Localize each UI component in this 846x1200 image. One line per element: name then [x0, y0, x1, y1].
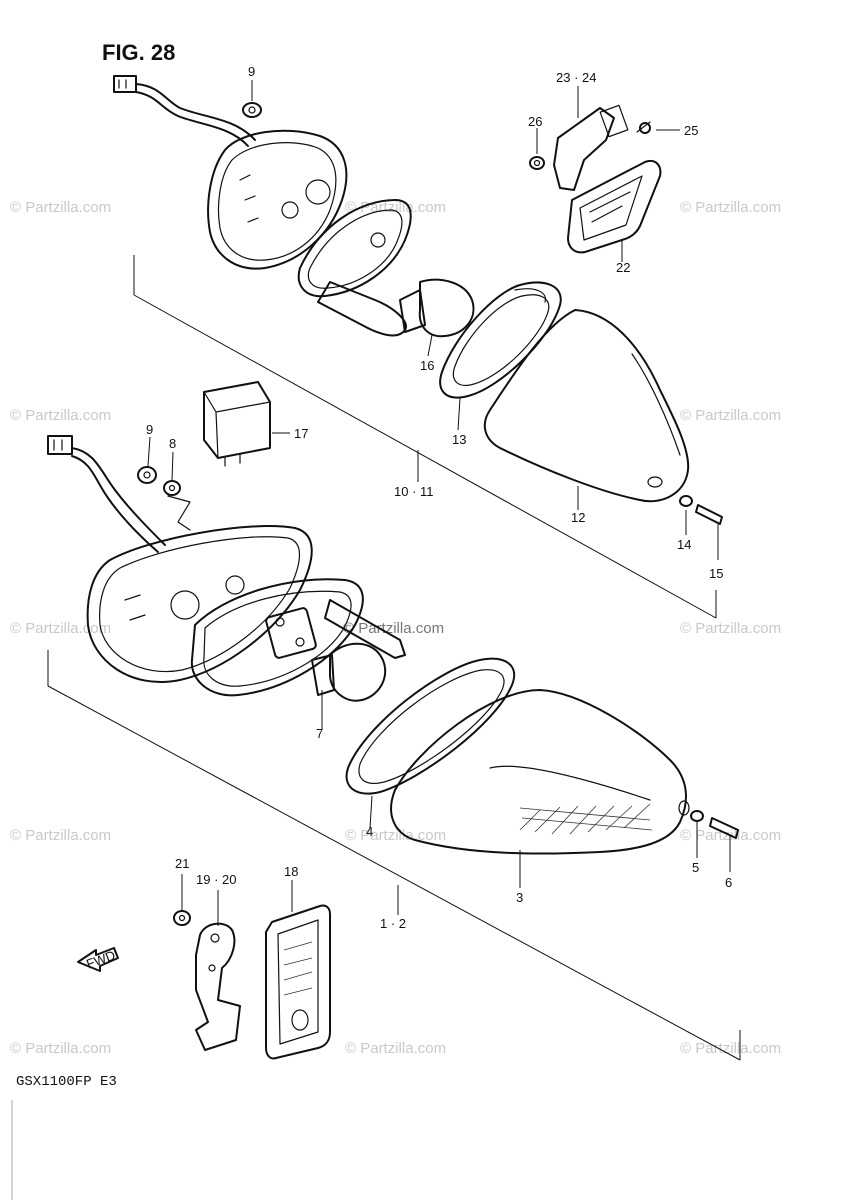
mid-lamp-housing [86, 525, 313, 683]
mid-wire-connector [47, 435, 191, 553]
callout-3: 3 [516, 890, 523, 905]
mid-bulb-socket [190, 578, 406, 697]
callout-19-20: 19 · 20 [196, 872, 236, 887]
screw-6 [709, 817, 739, 872]
callout-15: 15 [709, 566, 723, 581]
top-lamp-housing [207, 129, 348, 270]
gasket-13 [439, 281, 562, 399]
washer-14 [679, 495, 693, 507]
watermark-layer: © Partzilla.com © Partzilla.com © Partzi… [10, 199, 781, 1057]
callout-13: 13 [452, 432, 466, 447]
callout-26: 26 [528, 114, 542, 129]
callout-6: 6 [725, 875, 732, 890]
lens-3 [390, 689, 690, 888]
lens-12 [483, 309, 690, 503]
top-wire-connector [113, 75, 256, 147]
callout-5: 5 [692, 860, 699, 875]
bracket-23-24 [553, 104, 629, 191]
washer-8 [163, 451, 181, 496]
nut-26 [529, 156, 545, 170]
watermark: © Partzilla.com [10, 1040, 111, 1057]
callout-7: 7 [316, 726, 323, 741]
top-leaders [133, 80, 719, 619]
callout-23-24: 23 · 24 [556, 70, 596, 85]
watermark-center: © Partzilla.com [343, 620, 444, 637]
watermark: © Partzilla.com [680, 407, 781, 424]
callout-labels: 9 23 · 24 26 25 22 16 13 17 9 8 10 · 11 … [146, 64, 732, 931]
screw-15 [695, 504, 723, 525]
washer-5 [690, 810, 704, 858]
bracket-19-20 [195, 890, 241, 1051]
relay-17 [203, 381, 290, 467]
callout-9-mid: 9 [146, 422, 153, 437]
top-bulb-socket [297, 199, 412, 337]
watermark: © Partzilla.com [10, 199, 111, 216]
watermark: © Partzilla.com [345, 1040, 446, 1057]
nut-21 [173, 874, 191, 926]
callout-18: 18 [284, 864, 298, 879]
callout-12: 12 [571, 510, 585, 525]
callout-8: 8 [169, 436, 176, 451]
nut-9-top [242, 102, 262, 118]
callout-9-top: 9 [248, 64, 255, 79]
callout-14: 14 [677, 537, 691, 552]
callout-25: 25 [684, 123, 698, 138]
callout-4: 4 [366, 824, 373, 839]
callout-22: 22 [616, 260, 630, 275]
watermark: © Partzilla.com [680, 1040, 781, 1057]
gasket-4 [345, 657, 516, 829]
callout-1-2: 1 · 2 [380, 916, 406, 931]
callout-16: 16 [420, 358, 434, 373]
reflector-18 [265, 880, 331, 1060]
callout-10-11: 10 · 11 [394, 484, 434, 499]
model-code: GSX1100FP E3 [16, 1074, 117, 1090]
figure-title: FIG. 28 [102, 40, 175, 65]
watermark: © Partzilla.com [10, 620, 111, 637]
watermark: © Partzilla.com [680, 199, 781, 216]
watermark: © Partzilla.com [10, 407, 111, 424]
watermark: © Partzilla.com [10, 827, 111, 844]
bulb-16 [399, 278, 475, 338]
screw-25 [636, 121, 651, 134]
side-reflector-22 [567, 160, 662, 254]
callout-17: 17 [294, 426, 308, 441]
watermark: © Partzilla.com [680, 620, 781, 637]
nut-9-mid [137, 436, 157, 484]
watermark: © Partzilla.com [345, 827, 446, 844]
mid-leaders [47, 650, 741, 1061]
bulb-7 [311, 642, 387, 730]
fwd-arrow-icon: FWD [77, 947, 119, 972]
callout-21: 21 [175, 856, 189, 871]
